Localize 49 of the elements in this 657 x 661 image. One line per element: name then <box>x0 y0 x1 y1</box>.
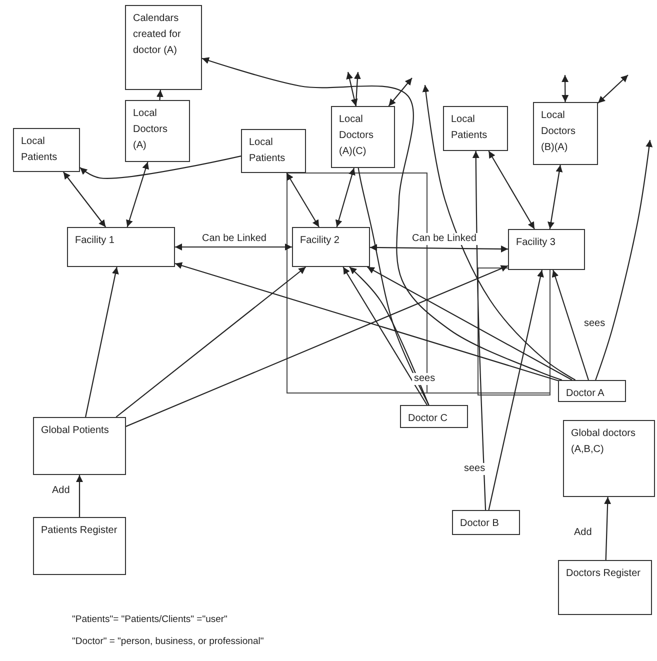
footnote: "Doctor" = "person, business, or professional" <box>72 636 264 647</box>
arrow <box>604 496 612 560</box>
process-box: Doctors Register <box>558 560 652 615</box>
edge-label: sees <box>462 463 488 475</box>
arrow <box>175 244 292 250</box>
process-box: Facility 1 <box>67 227 175 267</box>
process-box: Global Potients <box>33 417 126 475</box>
edge-label: sees <box>412 373 438 385</box>
arrow <box>126 162 149 228</box>
arrow <box>370 244 508 252</box>
process-box: Doctor A <box>558 380 626 402</box>
process-box: Local Patients <box>241 129 306 173</box>
process-box: Local Doctors (A)(C) <box>331 106 395 168</box>
arrow <box>488 270 544 510</box>
process-box: Facility 2 <box>292 227 370 267</box>
arrow <box>174 262 558 382</box>
arrow <box>202 57 562 381</box>
arrow <box>388 78 412 106</box>
process-box: Doctor B <box>452 510 520 535</box>
arrow <box>422 84 576 380</box>
process-box: Local Doctors (A) <box>125 100 190 162</box>
arrow <box>286 172 320 228</box>
process-box: Patients Register <box>33 517 126 575</box>
arrow <box>80 156 242 179</box>
arrow <box>335 168 356 228</box>
process-box: Local Patients <box>443 106 508 151</box>
process-box: Global doctors (A,B,C) <box>563 420 655 497</box>
arrow <box>562 75 569 102</box>
arrow <box>85 266 119 418</box>
edge-label: Can be Linked <box>410 233 478 245</box>
process-box: Doctor C <box>400 405 468 428</box>
arrow <box>156 90 164 100</box>
arrow <box>116 266 306 418</box>
arrow <box>548 164 563 230</box>
arrow <box>595 140 653 380</box>
arrow <box>62 172 106 228</box>
process-box: Local Patients <box>13 128 80 172</box>
arrow <box>488 150 535 230</box>
process-box: Calendars created for doctor (A) <box>125 5 202 90</box>
arrow <box>126 265 508 427</box>
arrow <box>346 72 358 106</box>
arrow <box>552 270 589 380</box>
arrow <box>472 151 486 510</box>
footnote: "Patients"= "Patients/Clients" ="user" <box>72 614 228 625</box>
process-box: Local Doctors (B)(A) <box>533 102 598 165</box>
process-box: Facility 3 <box>508 229 585 270</box>
arrow <box>76 475 83 517</box>
arrow <box>366 266 572 380</box>
arrow <box>598 74 628 104</box>
